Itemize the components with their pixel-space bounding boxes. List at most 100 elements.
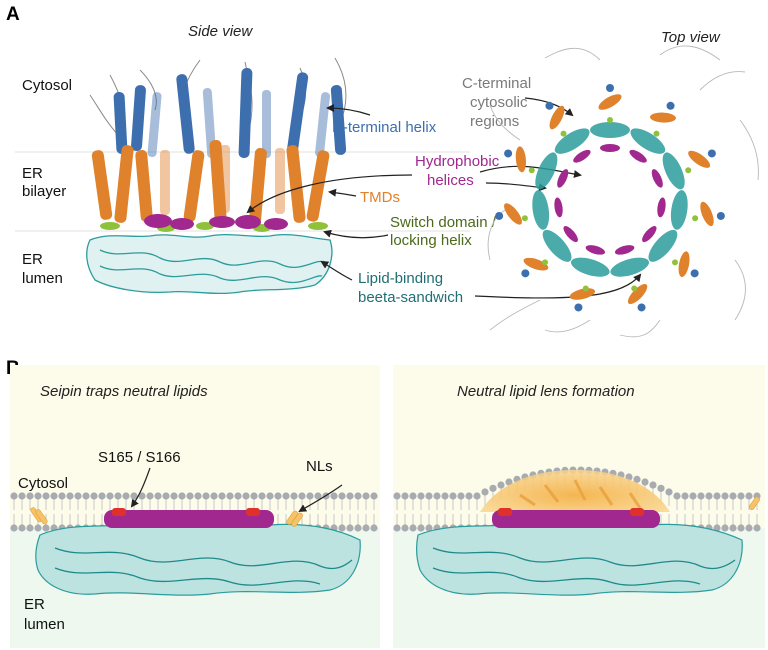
beta-sandwich	[86, 233, 333, 295]
lipid-headgroup	[138, 492, 146, 500]
lipid-headgroup	[282, 492, 290, 500]
lipid-headgroup	[481, 488, 489, 496]
lipid-headgroup	[689, 492, 697, 500]
lipid-headgroup	[729, 492, 737, 500]
lipid-headgroup	[202, 492, 210, 500]
side-view-structure	[15, 57, 470, 295]
lipid-headgroup	[66, 492, 74, 500]
lipid-headgroup	[705, 492, 713, 500]
lipid-headgroup	[186, 492, 194, 500]
lipid-headgroup	[26, 492, 34, 500]
lipid-headgroup	[10, 492, 18, 500]
lipid-headgroup	[306, 492, 314, 500]
lipid-headgroup	[250, 492, 258, 500]
ring-subunit	[642, 226, 699, 278]
cytosolic-loops	[89, 57, 347, 136]
nl-molecule-right	[748, 496, 760, 510]
lipid-headgroup	[362, 524, 370, 532]
lipid-headgroup	[473, 492, 481, 500]
lipid-headgroup	[338, 492, 346, 500]
lipid-headgroup	[34, 524, 42, 532]
lipid-headgroup	[194, 492, 202, 500]
ring-subunit	[657, 190, 725, 230]
lipid-headgroup	[346, 492, 354, 500]
lipid-headgroup	[401, 524, 409, 532]
lipid-headgroup	[657, 484, 665, 492]
lipid-headgroup	[130, 492, 138, 500]
lipid-headgroup	[330, 492, 338, 500]
lipid-headgroup	[266, 492, 274, 500]
label-hydrophobic-line1: Hydrophobic	[415, 153, 500, 170]
label-tmds: TMDs	[360, 189, 400, 206]
left-title: Seipin traps neutral lipids	[40, 383, 208, 400]
lipid-headgroup	[393, 492, 401, 500]
lipid-headgroup	[218, 492, 226, 500]
label-er-lumen-b-line2: lumen	[24, 616, 65, 633]
ring-subunit	[504, 146, 569, 190]
lipid-headgroup	[745, 524, 753, 532]
ring-subunit	[521, 226, 578, 278]
lipid-headgroup	[42, 524, 50, 532]
lipid-headgroup	[122, 492, 130, 500]
lipid-headgroup	[154, 492, 162, 500]
lipid-headgroup	[649, 481, 657, 489]
lipid-headgroup	[162, 492, 170, 500]
ring-subunit	[569, 245, 610, 312]
label-c-terminal-line2: cytosolic	[470, 94, 528, 111]
lipid-headgroup	[258, 492, 266, 500]
region-er-lumen-line2: lumen	[22, 270, 63, 287]
lipid-headgroup	[433, 492, 441, 500]
lipid-headgroup	[753, 524, 761, 532]
lipid-headgroup	[114, 492, 122, 500]
region-er-bilayer-line1: ER	[22, 165, 43, 182]
lipid-headgroup	[713, 524, 721, 532]
lipid-headgroup	[226, 492, 234, 500]
top-view-ring	[487, 45, 759, 338]
lipid-headgroup	[106, 492, 114, 500]
lipid-headgroup	[633, 475, 641, 483]
lipid-headgroup	[729, 524, 737, 532]
right-hydrophobic-helices	[492, 508, 660, 528]
lipid-headgroup	[441, 492, 449, 500]
lipid-headgroup	[314, 492, 322, 500]
lipid-headgroup	[641, 478, 649, 486]
region-er-lumen-line1: ER	[22, 251, 43, 268]
lipid-headgroup	[457, 492, 465, 500]
ring-subunit	[545, 101, 591, 163]
lipid-headgroup	[417, 492, 425, 500]
lipid-headgroup	[401, 492, 409, 500]
lipid-headgroup	[170, 492, 178, 500]
top-view-title: Top view	[661, 29, 721, 46]
lipid-headgroup	[737, 524, 745, 532]
lipid-headgroup	[42, 492, 50, 500]
lipid-headgroup	[721, 492, 729, 500]
label-n-terminal-helix: N-terminal helix	[332, 119, 437, 136]
lipid-headgroup	[234, 492, 242, 500]
lipid-headgroup	[417, 524, 425, 532]
label-hydrophobic-line2: helices	[427, 172, 474, 189]
lipid-headgroup	[90, 492, 98, 500]
lipid-headgroup	[713, 492, 721, 500]
lipid-headgroup	[50, 492, 58, 500]
nl-molecule-left-1	[30, 507, 48, 525]
left-hydrophobic-helices	[104, 508, 274, 528]
lipid-headgroup	[338, 524, 346, 532]
lipid-headgroup	[737, 492, 745, 500]
region-cytosol: Cytosol	[22, 77, 72, 94]
left-protein	[35, 522, 361, 596]
lipid-headgroup	[673, 492, 681, 500]
panel-a-letter: A	[6, 4, 20, 25]
right-protein	[416, 522, 743, 596]
nl-molecule-left-2	[286, 510, 303, 527]
lipid-headgroup	[425, 492, 433, 500]
lipid-headgroup	[425, 524, 433, 532]
switch-domain	[100, 222, 328, 232]
lipid-headgroup	[697, 492, 705, 500]
label-c-terminal-line1: C-terminal	[462, 75, 531, 92]
label-switch-line1: Switch domain /	[390, 214, 497, 231]
lipid-headgroup	[74, 492, 82, 500]
lipid-headgroup	[745, 492, 753, 500]
panel-b-arrows	[130, 467, 343, 513]
lipid-headgroup	[18, 492, 26, 500]
lipid-headgroup	[721, 524, 729, 532]
